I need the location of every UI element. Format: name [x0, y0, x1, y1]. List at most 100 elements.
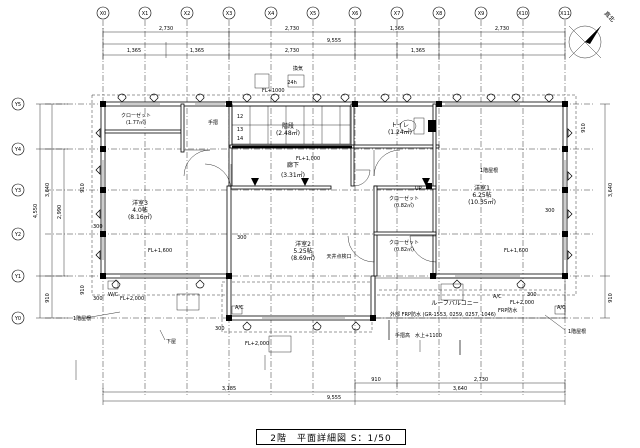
- leader-lines: [75, 311, 566, 380]
- fl-label-5: FL+2,000: [120, 296, 144, 302]
- exterior-walls: [100, 101, 568, 321]
- dim-right-2: 910: [608, 293, 614, 303]
- grid-label-x3: X3: [226, 11, 233, 17]
- section-markers: [251, 178, 430, 186]
- frp-label: FRP防水: [498, 307, 517, 314]
- dim-left-inner: 2,990: [57, 205, 63, 219]
- stair-m2: (2.48㎡): [276, 129, 300, 137]
- grid-lines: [45, 20, 595, 395]
- dim-top-sub-1: 1,365: [127, 48, 141, 54]
- dimensions-right: 3,640 910: [600, 103, 614, 319]
- corridor-name: 廊下: [287, 161, 299, 169]
- grid-label-x5: X5: [310, 11, 317, 17]
- roof-outline: [91, 94, 577, 296]
- dim-bottom-total: 9,555: [327, 395, 341, 401]
- grid-label-x0: X0: [100, 11, 107, 17]
- room-2-area: 5.25帖: [293, 247, 312, 255]
- windows: [102, 103, 566, 319]
- dim-left-total: 4,550: [33, 204, 39, 218]
- note-ac-3: A/C: [493, 294, 502, 300]
- north-arrow-icon: 真北: [568, 10, 616, 59]
- dim-top-sub-4: 1,365: [411, 48, 425, 54]
- grid-label-x10: X10: [518, 11, 528, 17]
- grid-label-x8: X8: [436, 11, 443, 17]
- dim-small-4: 300: [93, 224, 103, 230]
- stair-step-14: 14: [237, 136, 243, 142]
- fl-label-2: FL+1,000: [296, 156, 320, 162]
- room-1-m2: (10.35㎡): [468, 198, 496, 206]
- corridor-m2: (3.31㎡): [281, 171, 305, 179]
- grid-label-y4: Y4: [14, 147, 21, 153]
- closet-3-m2: (0.82㎡): [394, 246, 414, 253]
- roof-balcony: [374, 277, 566, 355]
- dim-small-2: 910: [80, 285, 86, 295]
- closet-1-m2: (1.77㎡): [126, 119, 146, 126]
- grid-label-x11: X11: [560, 11, 570, 17]
- sub-roof-left: 1階屋根: [73, 315, 91, 322]
- toilet-m2: (1.24㎡): [388, 128, 412, 136]
- dim-bottom-4: 3,640: [453, 386, 467, 392]
- dim-bottom-1: 910: [371, 377, 381, 383]
- grid-label-y3: Y3: [14, 188, 21, 194]
- dim-small-8: 300: [545, 208, 555, 214]
- grid-label-y5: Y5: [14, 102, 21, 108]
- grid-label-x7: X7: [394, 11, 401, 17]
- stair-name: 階段: [282, 122, 294, 130]
- dim-bottom-3: 3,185: [222, 386, 236, 392]
- fl-label-3: FL+1,600: [148, 248, 172, 254]
- dim-small-3: 910: [581, 123, 587, 133]
- grid-bubbles-left: Y5 Y4 Y3 Y2 Y1 Y0: [11, 97, 25, 325]
- attic-hatch-label: 天井点検口: [326, 253, 351, 260]
- dim-small-7: 300: [215, 326, 225, 332]
- dimensions-left: 4,550 3,640 910 2,990: [33, 103, 68, 319]
- grid-label-y1: Y1: [14, 274, 21, 280]
- note-ac-2: A/C: [557, 305, 566, 311]
- dimensions-top: 2,730 2,730 1,365 2,730 9,555 1,365 1,36…: [102, 26, 566, 60]
- dim-right-1: 3,640: [608, 183, 614, 197]
- dim-small-1: 910: [80, 183, 86, 193]
- room-3-m2: (8.16㎡): [128, 213, 152, 221]
- dimensions-bottom: 910 2,730 3,185 3,640 9,555: [102, 377, 566, 405]
- staircase: 12 13 14: [231, 105, 351, 145]
- dim-small-6: 300: [237, 235, 247, 241]
- fl-label-7: FL+2,000: [510, 300, 534, 306]
- vent-label: 換気: [293, 65, 303, 72]
- drawing-title-box: 2階 平面詳細図 S：1/50: [256, 429, 406, 445]
- toilet-fixture-icon: [399, 117, 436, 135]
- room-3-area: 4.0帖: [132, 206, 148, 214]
- dim-top-total: 9,555: [327, 38, 341, 44]
- sub-roof-right: 1階屋根: [480, 167, 498, 174]
- sub-roof-right-2: 1階屋根: [568, 328, 586, 335]
- n24-label: 24h: [287, 80, 297, 86]
- handrail-label: 手摺: [208, 119, 218, 126]
- north-label: 真北: [602, 10, 616, 24]
- grid-bubbles-top: X0 X1 X2 X3 X4 X5 X6 X7 X8 X9 X10 X11: [96, 6, 572, 20]
- room-1-area: 6.25帖: [472, 191, 491, 199]
- grid-label-y2: Y2: [14, 232, 21, 238]
- toilet-name: トイレ: [391, 122, 409, 129]
- detail-boxes: [107, 73, 566, 353]
- dim-small-5: 300: [93, 296, 103, 302]
- room-3-name: 洋室3: [132, 199, 148, 207]
- grid-label-x9: X9: [478, 11, 485, 17]
- dim-top-sub-2: 1,365: [190, 48, 204, 54]
- note-wc: W/C: [108, 292, 119, 298]
- roof-balcony-label: ルーフバルコニー: [431, 300, 479, 307]
- drawing-title: 2階 平面詳細図 S：1/50: [270, 433, 392, 444]
- grid-label-x2: X2: [184, 11, 191, 17]
- dim-left-mid-1: 3,640: [45, 183, 51, 197]
- closet-1-name: クローゼット: [121, 112, 151, 119]
- dim-bottom-2: 2,730: [474, 377, 488, 383]
- grid-label-y0: Y0: [14, 316, 21, 322]
- dim-top-1: 2,730: [159, 26, 173, 32]
- stair-step-12: 12: [237, 114, 243, 120]
- closet-2-name: クローゼット: [389, 195, 419, 202]
- dim-left-mid-2: 910: [45, 293, 51, 303]
- fl-label-6: FL+2,000: [245, 341, 269, 347]
- dim-top-4: 2,730: [495, 26, 509, 32]
- dim-top-2: 2,730: [285, 26, 299, 32]
- stair-up-label: UP: [415, 186, 422, 192]
- closet-2-m2: (0.82㎡): [394, 202, 414, 209]
- dim-top-3: 1,365: [390, 26, 404, 32]
